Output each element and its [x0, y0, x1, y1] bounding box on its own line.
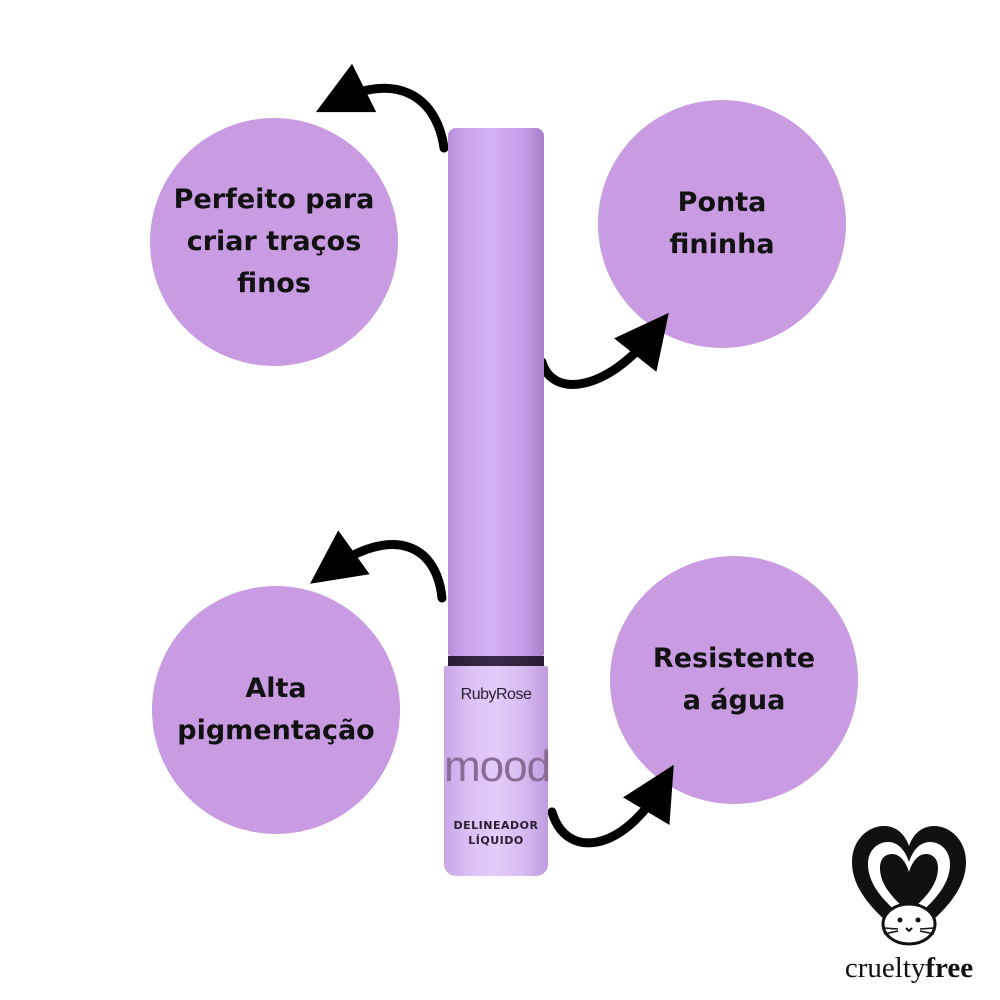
cruelty-free-badge: crueltyfree — [828, 812, 990, 992]
feature-text-thin-tip: Ponta fininha — [669, 187, 775, 260]
arrow-top-left-icon — [315, 63, 449, 153]
eyeliner-cap — [448, 128, 544, 656]
product-line-label: mood — [444, 742, 551, 791]
eyeliner-tube: RubyRose mood DELINEADOR LÍQUIDO — [444, 128, 551, 876]
cruelty-free-label: crueltyfree — [828, 952, 990, 985]
arrow-bottom-left-icon — [310, 530, 447, 603]
feature-bubble-fine-lines: Perfeito para criar traços finos — [150, 118, 398, 366]
feature-bubble-water-resistant: Resistente a água — [610, 556, 858, 804]
feature-bubble-high-pigment: Alta pigmentação — [152, 586, 400, 834]
arrow-top-right-icon — [537, 312, 669, 389]
arrow-bottom-right-icon — [547, 764, 674, 848]
feature-text-high-pigment: Alta pigmentação — [177, 673, 375, 746]
feature-bubble-thin-tip: Ponta fininha — [598, 100, 846, 348]
product-brand-label: RubyRose — [460, 686, 532, 703]
product-type-label: DELINEADOR LÍQUIDO — [453, 819, 539, 847]
free-label: free — [925, 952, 974, 984]
eyeliner-cap-ring — [448, 656, 544, 666]
feature-text-fine-lines: Perfeito para criar traços finos — [173, 184, 375, 299]
feature-text-water-resistant: Resistente a água — [652, 643, 816, 716]
eyeliner-body: RubyRose mood DELINEADOR LÍQUIDO — [444, 666, 551, 876]
bunny-heart-icon — [852, 826, 966, 946]
cruelty-label: cruelty — [844, 952, 926, 984]
